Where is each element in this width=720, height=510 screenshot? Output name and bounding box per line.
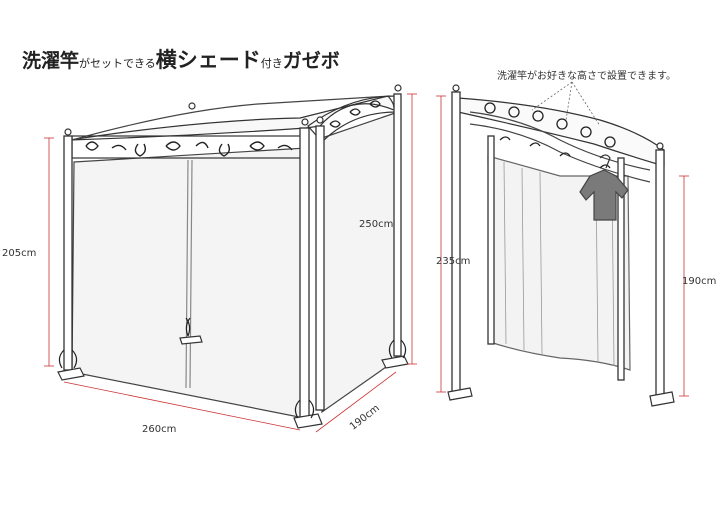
- front-total-height-label: 250cm: [359, 219, 394, 230]
- rod-height-note: 洗濯竿がお好きな高さで設置できます。: [497, 71, 676, 82]
- side-height-label: 235cm: [436, 256, 471, 267]
- title-part-side-shade: 横シェード: [155, 48, 261, 72]
- hanging-shirt: [579, 154, 629, 221]
- title-part-with: 付き: [260, 57, 283, 70]
- title-part-gazebo: ガゼボ: [282, 50, 340, 72]
- front-gazebo: [57, 84, 409, 429]
- side-gazebo: [447, 81, 675, 407]
- title-part-settable: がセットできる: [79, 57, 156, 70]
- title-part-rod: 洗濯竿: [22, 50, 80, 72]
- rod-height-label: 190cm: [682, 276, 717, 287]
- front-height-label: 205cm: [2, 248, 37, 259]
- side-dimension-lines: [436, 95, 689, 397]
- product-title: 洗濯竿がセットできる横シェード付きガゼボ: [22, 44, 340, 74]
- width-label: 260cm: [142, 424, 177, 435]
- front-shade-panel: [71, 147, 307, 419]
- front-dimension-lines: [44, 93, 417, 433]
